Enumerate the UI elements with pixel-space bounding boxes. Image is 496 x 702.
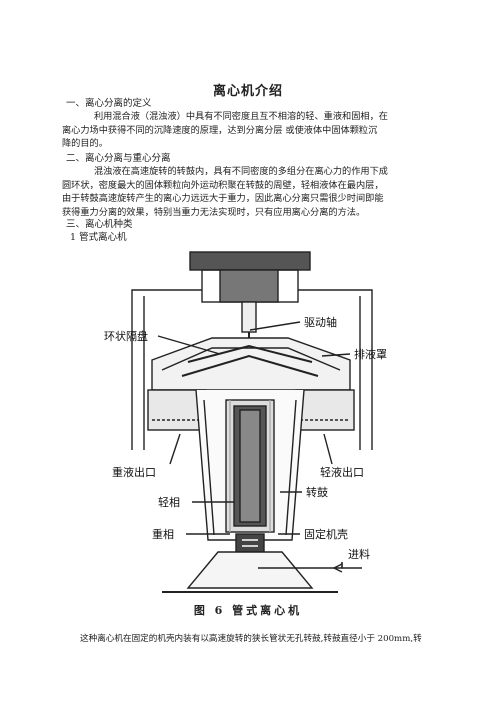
section-1-heading: 一、离心分离的定义 [66,98,152,109]
centrifuge-diagram: 驱动轴 环状隔盘 排液罩 重液出口 轻液出口 轻相 转鼓 重相 固定机壳 进料 [92,250,408,610]
label-light-phase: 轻相 [158,495,180,509]
label-ring-baffle: 环状隔盘 [104,329,148,343]
section-1-paragraph: 利用混合液（混浊液）中具有不同密度且互不相溶的轻、重液和固相，在 离心力场中获得… [62,110,434,151]
label-light-outlet: 轻液出口 [320,465,364,479]
paragraph-line: 离心力场中获得不同的沉降速度的原理，达到分离分层 或使液体中固体颗粒沉 [62,124,378,136]
label-feed: 进料 [348,547,370,561]
label-heavy-outlet: 重液出口 [112,465,156,479]
paragraph-line: 利用混合液（混浊液）中具有不同密度且互不相溶的轻、重液和固相，在 [94,111,388,122]
leader-heavy-outlet [169,433,181,465]
hood-inner [161,347,341,371]
drive-shaft-part [241,301,257,333]
label-discharge: 排液罩 [354,347,387,361]
figure-caption: 图 6 管式离心机 [193,604,303,617]
section-2-heading: 二、离心分离与重心分离 [66,153,171,164]
leader-light-outlet [323,433,333,465]
ring-baffle-line [181,354,319,377]
leader-drive-shaft [249,321,301,331]
feed-arrowhead [332,563,343,573]
paragraph-line: 降的目的。 [62,138,108,149]
frame-left [131,289,202,450]
motor-top [189,251,311,271]
bottom-bearing [235,533,265,553]
bowl-core [239,409,261,523]
leader-ring-baffle [157,335,221,355]
label-bowl: 转鼓 [306,485,328,499]
paragraph-line: 混浊液在高速旋转的转鼓内，具有不同密度的多组分在离心力的作用下成 [94,166,388,177]
centrifuge-drawing: 驱动轴 环状隔盘 排液罩 重液出口 轻液出口 轻相 转鼓 重相 固定机壳 进料 [104,251,387,593]
body-text-line: 这种离心机在固定的机壳内装有以高速旋转的狭长管状无孔转鼓,转鼓直径小于 200m… [80,634,422,644]
label-drive-shaft: 驱动轴 [304,315,337,329]
frame-inner [143,296,361,450]
light-outlet-box [295,389,355,431]
bearing-lines [242,539,258,547]
section-3-subheading: 1 管式离心机 [70,232,127,243]
bowl-walls [229,400,271,532]
label-heavy-phase: 重相 [152,527,174,541]
page-title: 离心机介绍 [212,84,283,99]
label-casing: 固定机壳 [304,527,348,541]
casing-inner [203,399,297,536]
section-3-heading: 三、离心机种类 [66,219,133,230]
paragraph-line: 圆环状，密度最大的固体颗粒向外运动积聚在转鼓的周壁，轻相液体在最内层， [62,179,384,191]
motor-core [219,269,279,303]
paragraph-line: 获得重力分离的效果，特别当重力无法实现时，只有应用离心分离的方法。 [62,206,366,218]
base [186,551,314,589]
paragraph-line: 由于转鼓高速旋转产生的离心力远远大于重力，因此离心分离只需很少时间即能 [62,193,384,204]
leader-discharge [321,353,351,357]
ring-baffle-line [187,344,313,363]
frame-right [298,289,373,450]
section-2-paragraph: 混浊液在高速旋转的转鼓内，具有不同密度的多组分在离心力的作用下成 圆环状，密度最… [62,165,434,219]
